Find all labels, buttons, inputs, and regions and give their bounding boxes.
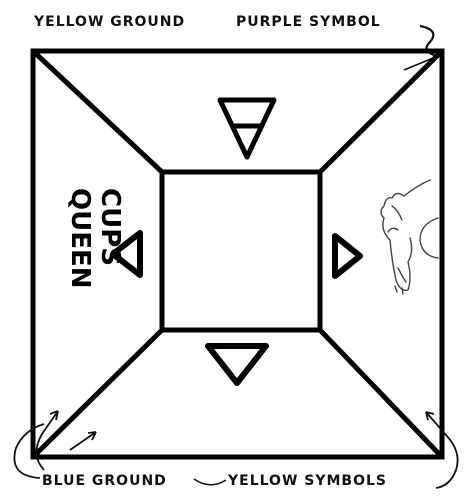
diagonal-bottom-left <box>33 330 162 457</box>
label-purple-symbol: PURPLE SYMBOL <box>236 14 381 30</box>
queen-cups-text: QUEEN CUPS <box>65 188 125 289</box>
label-yellow-symbols: YELLOW SYMBOLS <box>227 473 387 489</box>
diagonal-top-left <box>33 51 162 172</box>
bottom-left-arrows <box>36 411 96 470</box>
label-blue-ground: BLUE GROUND <box>42 473 167 489</box>
water-triangle-icon <box>208 346 266 383</box>
cups-text: CUPS <box>95 188 125 266</box>
queen-text: QUEEN <box>65 188 95 289</box>
horse-head-with-crescent-moon-icon <box>381 180 438 294</box>
diagonal-bottom-right <box>320 330 442 457</box>
footer-connector-line <box>194 479 226 485</box>
inner-square <box>162 172 320 330</box>
water-triangle-with-bar-icon <box>220 100 274 157</box>
triangle-pointing-right-icon <box>335 236 360 276</box>
label-yellow-ground: YELLOW GROUND <box>33 14 185 30</box>
diagonal-top-right <box>320 51 442 172</box>
